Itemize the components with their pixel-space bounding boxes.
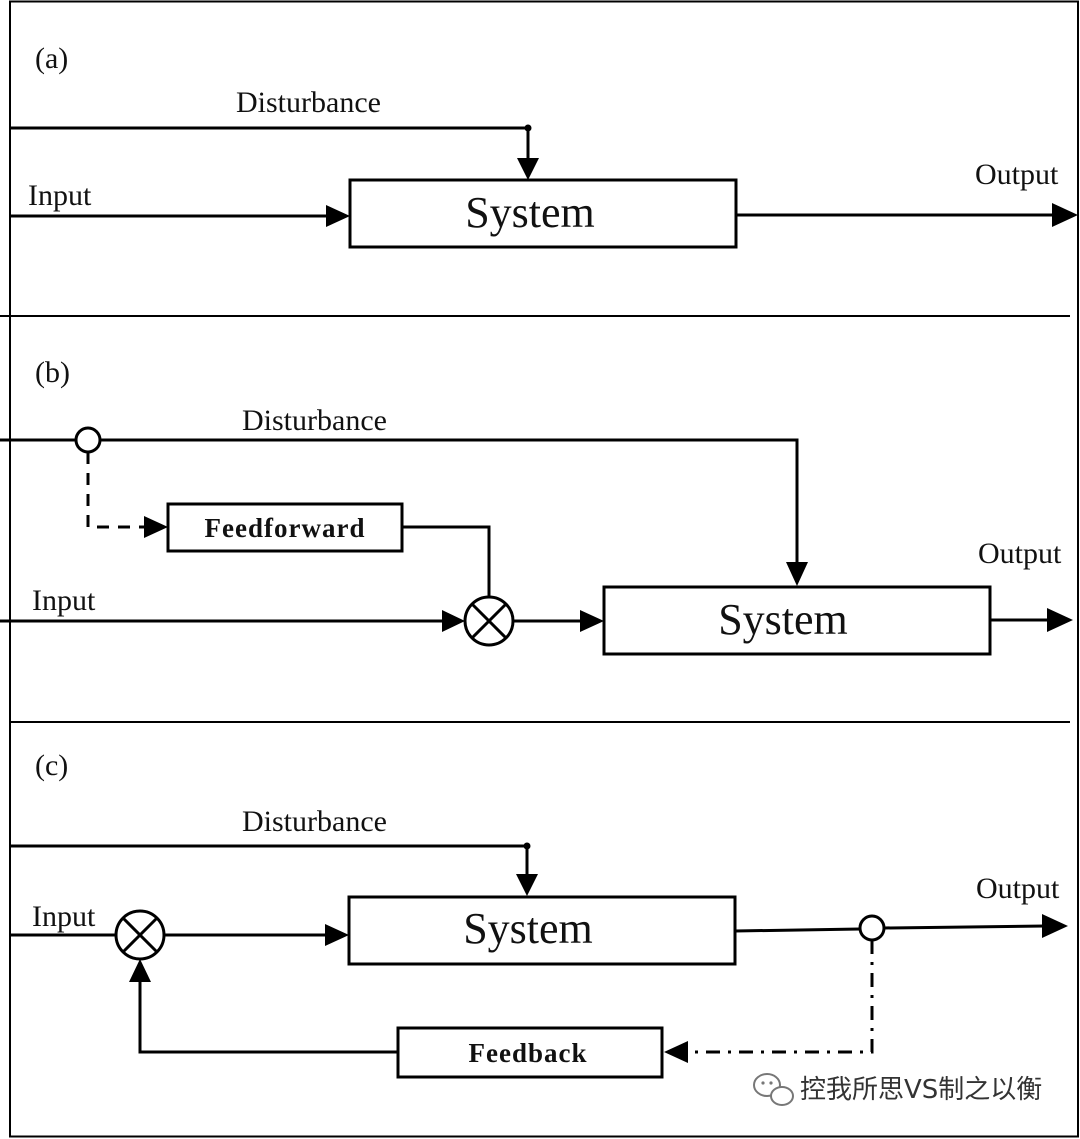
panel-b-sensor-node	[74, 426, 102, 454]
watermark-text: 控我所思VS制之以衡	[800, 1075, 1042, 1105]
panel-c-feedback-box	[396, 1026, 664, 1079]
panel-c-system-input-arrow	[325, 924, 349, 946]
panel-a-disturbance-line	[10, 126, 530, 160]
panel-c-system-box	[347, 895, 737, 966]
panel-c-label: (c)	[35, 749, 68, 782]
panel-a-output-label: Output	[975, 158, 1059, 191]
panel-b-feedforward-output-line	[402, 525, 491, 597]
panel-b-output-label: Output	[978, 537, 1062, 570]
panel-b-input-label: Input	[32, 584, 96, 617]
panel-b-disturbance-arrow	[786, 562, 808, 586]
panel-c-feedback-label: Feedback	[469, 1038, 588, 1068]
panel-b-measurement-dashed-line	[86, 452, 146, 529]
wechat-icon	[753, 1073, 794, 1106]
panel-a: (a) Disturbance Input Output System	[10, 42, 1078, 249]
panel-b-system-label: System	[718, 595, 848, 644]
panel-a-disturbance-arrow	[517, 158, 539, 180]
panel-b-disturbance-line	[100, 438, 799, 564]
panel-c-junction-dot	[523, 842, 531, 850]
panel-a-input-label: Input	[28, 179, 92, 212]
panel-b-disturbance-label: Disturbance	[242, 404, 387, 437]
panel-c-system-label: System	[463, 904, 593, 953]
panel-c: (c) Disturbance Input Output System Feed…	[10, 749, 1068, 1079]
panel-c-summing-junction	[114, 909, 166, 961]
panel-a-junction-dot	[524, 124, 532, 132]
panel-a-label: (a)	[35, 42, 68, 75]
panel-c-feedback-return-line	[138, 980, 398, 1054]
panel-c-output-arrow	[1042, 914, 1068, 938]
panel-c-input-label: Input	[32, 900, 96, 933]
panel-c-feedback-return-arrow	[129, 959, 151, 982]
panel-b-output-arrow	[1047, 608, 1073, 632]
watermark: 控我所思VS制之以衡	[753, 1073, 1042, 1106]
panel-c-disturbance-label: Disturbance	[242, 805, 387, 838]
panel-c-disturbance-arrow	[516, 874, 538, 896]
panel-b-system-input-arrow	[580, 610, 604, 632]
panel-c-output-label: Output	[976, 872, 1060, 905]
panel-b-input-arrow	[442, 610, 465, 632]
frame	[9, 0, 1079, 1138]
panel-b: (b) Disturbance Input Output Feedforward…	[0, 356, 1073, 656]
panel-c-feedback-arrow	[664, 1041, 688, 1063]
panel-c-feedback-dashdot-line	[686, 940, 874, 1054]
panel-b-feedforward-label: Feedforward	[205, 513, 366, 543]
panel-b-system-box	[602, 585, 992, 656]
panel-a-input-arrow	[326, 205, 350, 227]
panel-b-summing-junction	[463, 595, 515, 647]
panel-c-disturbance-line	[10, 844, 529, 876]
panel-c-output-line-b	[883, 924, 1046, 930]
panel-a-system-box	[348, 178, 738, 249]
panel-b-feedforward-arrow	[144, 516, 168, 538]
panel-a-output-arrow	[1052, 203, 1078, 227]
panel-c-sensor-node	[858, 914, 886, 942]
panel-b-label: (b)	[35, 356, 70, 389]
panel-a-disturbance-label: Disturbance	[236, 86, 381, 119]
panel-c-output-line-a	[734, 927, 861, 933]
panel-a-system-label: System	[465, 188, 595, 237]
